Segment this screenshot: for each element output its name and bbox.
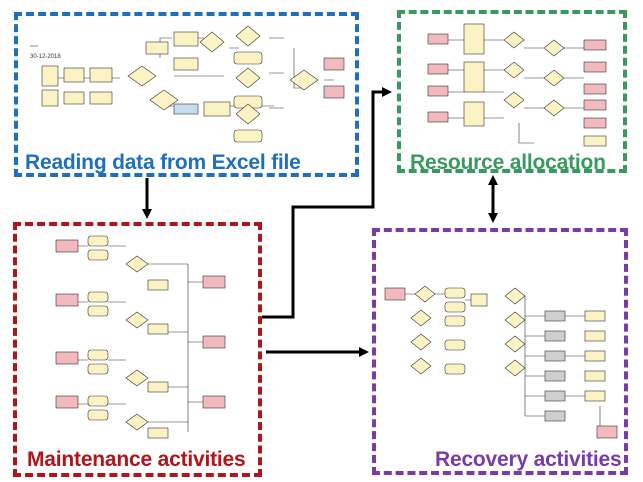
maintenance-flowchart [55, 235, 226, 439]
arrow-maintenance-to-resource [262, 87, 392, 319]
maintenance-panel-title: Maintenance activities [27, 448, 246, 471]
recovery-panel-title: Recovery activities [435, 448, 622, 471]
excel-panel [14, 12, 359, 177]
resource-flowchart [427, 23, 607, 147]
excel-date-label: 30-12-2018 [30, 54, 61, 60]
excel-flowchart: 30-12-2018 [30, 25, 345, 143]
maintenance-panel [13, 222, 262, 477]
resource-panel [397, 10, 627, 173]
recovery-panel [372, 228, 628, 475]
excel-panel-title: Reading data from Excel file [25, 151, 301, 174]
recovery-flowchart [384, 285, 618, 439]
resource-panel-title: Resource allocation [410, 151, 606, 174]
